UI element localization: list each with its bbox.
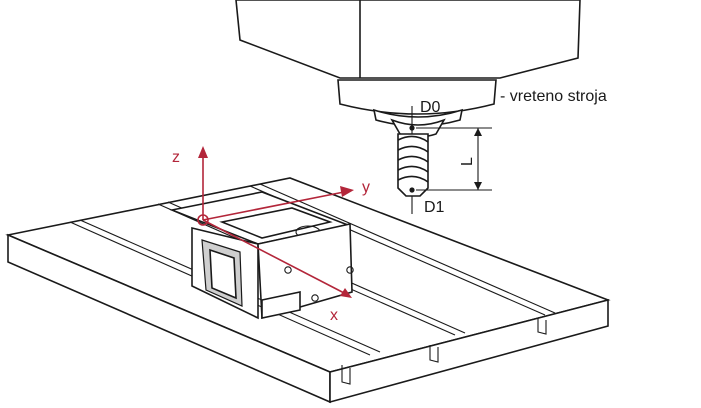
d1-label: D1 bbox=[424, 199, 445, 216]
axis-y-label: y bbox=[362, 179, 370, 196]
d0-point bbox=[409, 125, 415, 131]
workpiece bbox=[169, 191, 354, 320]
d1-point bbox=[409, 187, 415, 193]
axis-z-label: z bbox=[172, 149, 180, 166]
spindle-label: - vreteno stroja bbox=[500, 88, 607, 105]
d0-label: D0 bbox=[420, 99, 441, 116]
machine-spindle bbox=[235, 0, 581, 138]
coordinate-system bbox=[197, 146, 354, 298]
length-label: L bbox=[459, 157, 476, 166]
end-mill-tool bbox=[397, 106, 429, 214]
tool-flutes bbox=[397, 135, 429, 183]
t-slot-notches bbox=[341, 318, 547, 385]
length-dimension bbox=[416, 127, 492, 191]
axis-x-label: x bbox=[330, 307, 338, 324]
